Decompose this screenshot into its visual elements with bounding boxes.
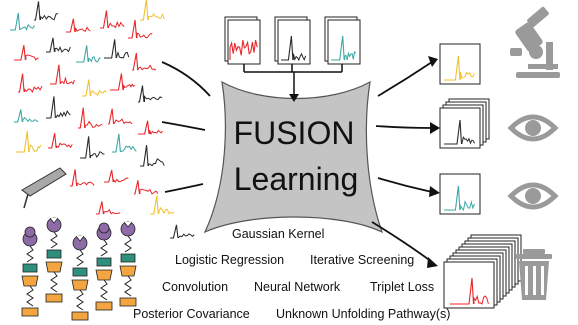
- center-title-line2: Learning: [234, 161, 359, 197]
- force-curve-trace: [140, 0, 165, 21]
- output-panel-black-stack: [439, 98, 490, 149]
- force-curve-trace: [281, 35, 307, 62]
- force-curve-trace: [444, 119, 476, 145]
- output-panel-yellow: [439, 43, 481, 85]
- force-curve-trace: [112, 133, 137, 153]
- output-panel-red-stack: [443, 234, 522, 309]
- method-triplet-loss: Triplet Loss: [370, 280, 434, 294]
- force-curve-trace: [76, 45, 101, 63]
- force-curve-trace: [66, 18, 91, 33]
- force-curve-trace: [48, 133, 73, 149]
- method-iterative-screening: Iterative Screening: [310, 253, 414, 267]
- eye-icon: [507, 114, 559, 142]
- force-curve-trace: [10, 12, 35, 31]
- input-panel: [324, 16, 361, 65]
- input-panel: [224, 16, 261, 65]
- method-neural-network: Neural Network: [254, 280, 341, 294]
- force-curve-trace: [140, 145, 165, 167]
- microscope-icon: [510, 6, 560, 78]
- force-curve-trace: [100, 10, 125, 29]
- force-curve-trace: [96, 201, 121, 215]
- force-curve-trace: [138, 120, 163, 135]
- force-curve-trace: [70, 169, 95, 187]
- force-curve-collection: [10, 0, 195, 239]
- force-curve-trace: [132, 52, 157, 71]
- force-curve-trace: [110, 73, 136, 91]
- center-title-line1: FUSION: [234, 115, 355, 151]
- force-curve-trace: [104, 39, 130, 59]
- force-curve-trace: [331, 35, 357, 61]
- protein-construct: [45, 217, 63, 303]
- force-curve-trace: [16, 131, 42, 153]
- force-curve-trace: [46, 96, 71, 119]
- protein-construct: [71, 235, 89, 321]
- force-curve-trace: [14, 109, 39, 123]
- input-arrows: [161, 61, 211, 193]
- protein-construct: [21, 231, 39, 317]
- force-curve-trace: [78, 107, 103, 129]
- method-convolution: Convolution: [162, 280, 228, 294]
- output-arrowheads: [427, 56, 440, 268]
- method-gaussian-kernel: Gaussian Kernel: [232, 227, 324, 241]
- force-curve-trace: [150, 195, 175, 215]
- method-logistic-regression: Logistic Regression: [175, 253, 284, 267]
- protein-constructs: [21, 217, 137, 321]
- force-curve-trace: [18, 73, 43, 93]
- force-curve-trace: [50, 64, 75, 85]
- output-panel-teal: [439, 173, 481, 215]
- method-posterior-covariance: Posterior Covariance: [133, 307, 250, 321]
- force-curve-trace: [80, 136, 105, 159]
- force-curve-trace: [108, 108, 133, 125]
- protein-construct: [95, 225, 113, 311]
- force-curve-trace: [138, 85, 163, 103]
- method-unknown-pathways: Unknown Unfolding Pathway(s): [276, 307, 450, 321]
- force-curve-trace: [82, 79, 107, 97]
- protein-domain: [98, 222, 110, 234]
- trash-icon: [516, 249, 552, 300]
- input-panel: [274, 16, 311, 65]
- protein-construct: [119, 221, 137, 307]
- force-curve-trace: [128, 19, 153, 39]
- afm-cantilever-icon: [21, 167, 67, 209]
- force-curve-trace: [14, 45, 39, 61]
- force-curve-trace: [46, 37, 71, 53]
- method-labels: Gaussian Kernel Logistic Regression Iter…: [133, 227, 450, 321]
- fusion-learning-blob: [203, 80, 384, 234]
- force-curve-trace: [444, 55, 475, 81]
- force-curve-trace: [134, 180, 159, 195]
- force-curve-trace: [170, 224, 195, 239]
- force-curve-trace: [104, 169, 129, 183]
- input-panels: [224, 16, 361, 65]
- force-curve-trace: [444, 185, 475, 212]
- protein-domain: [24, 226, 36, 238]
- force-curve-trace: [450, 277, 489, 305]
- eye-icon-second: [507, 182, 559, 210]
- force-curve-trace: [34, 1, 59, 21]
- output-panels: [439, 43, 522, 309]
- merge-connector: [243, 64, 343, 102]
- output-arrows: [371, 61, 433, 263]
